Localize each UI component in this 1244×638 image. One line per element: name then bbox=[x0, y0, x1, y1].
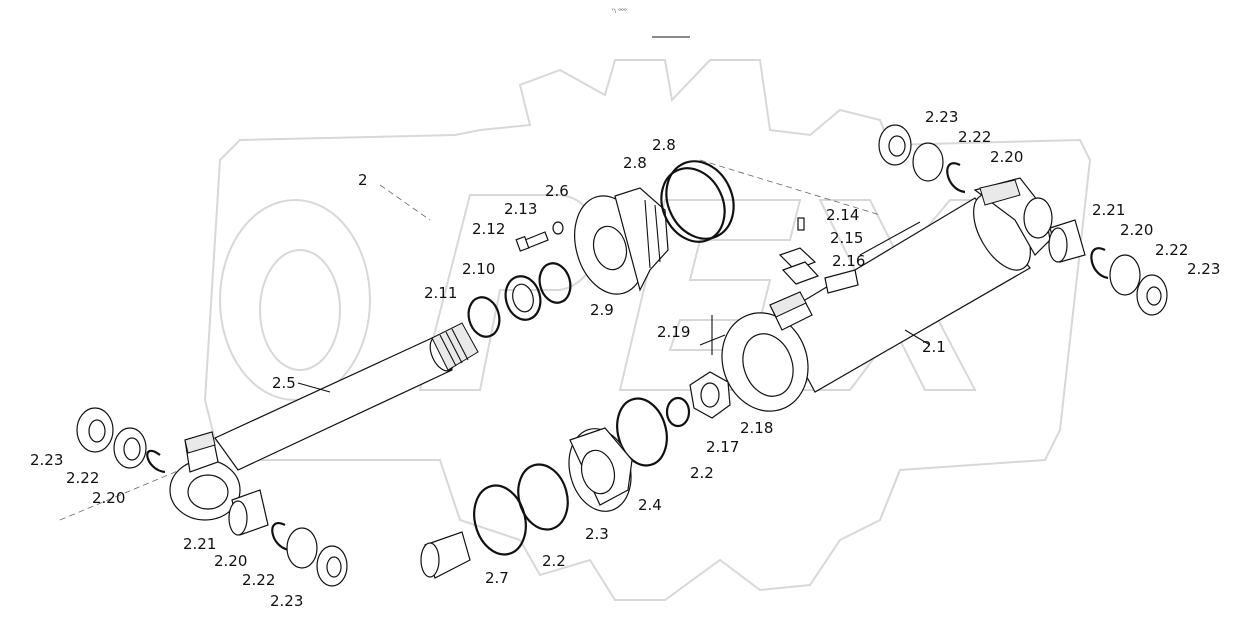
label-2-23d: 2.23 bbox=[270, 592, 303, 610]
label-2-16: 2.16 bbox=[832, 252, 865, 270]
label-2: 2 bbox=[358, 171, 368, 189]
label-2-15: 2.15 bbox=[830, 229, 863, 247]
label-2-21a: 2.21 bbox=[1092, 201, 1125, 219]
label-2-14: 2.14 bbox=[826, 206, 859, 224]
label-2-9: 2.9 bbox=[590, 301, 614, 319]
label-2-23c: 2.23 bbox=[30, 451, 63, 469]
piston-rod bbox=[59, 322, 479, 521]
bolt-and-washer bbox=[515, 221, 564, 252]
label-2-8a: 2.8 bbox=[652, 136, 676, 154]
nut-and-rings bbox=[665, 315, 731, 428]
label-2-5: 2.5 bbox=[272, 374, 296, 392]
label-2-8b: 2.8 bbox=[623, 154, 647, 172]
leader-lines bbox=[297, 159, 931, 393]
label-2-20a: 2.20 bbox=[990, 148, 1023, 166]
label-2-1: 2.1 bbox=[922, 338, 946, 356]
label-2-19: 2.19 bbox=[657, 323, 690, 341]
label-2-6: 2.6 bbox=[545, 182, 569, 200]
label-2-11: 2.11 bbox=[424, 284, 457, 302]
label-2-4: 2.4 bbox=[638, 496, 662, 514]
label-2-7: 2.7 bbox=[485, 569, 509, 587]
label-2-20b: 2.20 bbox=[1120, 221, 1153, 239]
label-2-2a: 2.2 bbox=[690, 464, 714, 482]
label-2-20d: 2.20 bbox=[214, 552, 247, 570]
label-2-23b: 2.23 bbox=[1187, 260, 1220, 278]
label-2-10: 2.10 bbox=[462, 260, 495, 278]
part-labels: 2 2.1 2.2 2.2 2.3 2.4 2.5 2.6 2.7 2.8 2.… bbox=[30, 108, 1220, 610]
label-2-22b: 2.22 bbox=[1155, 241, 1188, 259]
label-2-22d: 2.22 bbox=[242, 571, 275, 589]
right-eye-set-side bbox=[1048, 219, 1168, 316]
header-mark: ⁿᵢ ᵒᵒᵒ bbox=[612, 7, 627, 15]
label-2-23a: 2.23 bbox=[925, 108, 958, 126]
label-2-22c: 2.22 bbox=[66, 469, 99, 487]
label-2-18: 2.18 bbox=[740, 419, 773, 437]
clamp-parts bbox=[778, 217, 921, 294]
o-rings-2-8 bbox=[660, 160, 735, 243]
left-eye-set bbox=[76, 407, 348, 587]
gland-seals bbox=[467, 262, 572, 338]
watermark-gear bbox=[203, 59, 1092, 601]
gland-head bbox=[574, 187, 669, 295]
label-2-13: 2.13 bbox=[504, 200, 537, 218]
right-eye-set-top bbox=[878, 124, 966, 194]
label-2-2b: 2.2 bbox=[542, 552, 566, 570]
label-2-22a: 2.22 bbox=[958, 128, 991, 146]
label-2-3: 2.3 bbox=[585, 525, 609, 543]
cylinder-barrel bbox=[721, 177, 1053, 412]
label-2-12: 2.12 bbox=[472, 220, 505, 238]
label-2-20c: 2.20 bbox=[92, 489, 125, 507]
piston-group bbox=[420, 397, 668, 579]
label-2-21b: 2.21 bbox=[183, 535, 216, 553]
label-2-17: 2.17 bbox=[706, 438, 739, 456]
